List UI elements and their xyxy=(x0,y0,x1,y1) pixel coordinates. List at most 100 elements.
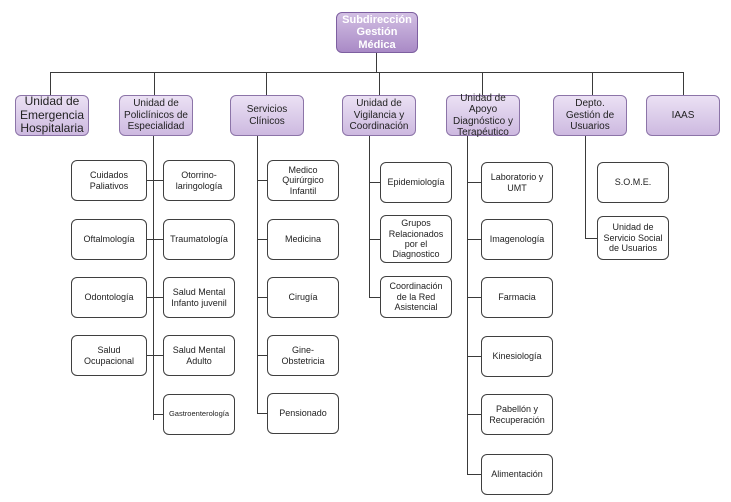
leaf-medico-quirurgico-infantil: Medico Quirúrgico Infantil xyxy=(267,160,339,201)
leaf-label: Grupos Relacionados por el Diagnostico xyxy=(388,218,444,260)
leaf-pabellon-recuperacion: Pabellón y Recuperación xyxy=(481,394,553,435)
connector-line xyxy=(154,72,155,95)
leaf-label: Coordinación de la Red Asistencial xyxy=(389,281,443,313)
connector-line xyxy=(369,239,380,240)
leaf-label: Farmacia xyxy=(498,292,536,303)
leaf-label: Salud Ocupacional xyxy=(83,345,135,366)
unit-apoyo: Unidad de Apoyo Diagnóstico y Terapéutic… xyxy=(446,92,520,139)
unit-policlinicos: Unidad de Policlínicos de Especialidad xyxy=(119,95,193,136)
leaf-kinesiologia: Kinesiología xyxy=(481,336,553,377)
unit-iaas: IAAS xyxy=(646,95,720,136)
leaf-label: Cirugía xyxy=(288,292,318,303)
connector-line xyxy=(467,474,481,475)
leaf-label: S.O.M.E. xyxy=(614,177,652,188)
connector-line xyxy=(467,356,481,357)
leaf-label: Kinesiología xyxy=(492,351,542,362)
connector-line xyxy=(376,52,377,72)
unit-label: IAAS xyxy=(671,109,695,121)
connector-line xyxy=(257,297,267,298)
connector-line xyxy=(147,355,163,356)
leaf-otorrinolaringologia: Otorrino-laringología xyxy=(163,160,235,201)
leaf-traumatologia: Traumatología xyxy=(163,219,235,260)
leaf-label: Pabellón y Recuperación xyxy=(489,404,545,425)
leaf-servicio-social-usuarios: Unidad de Servicio Social de Usuarios xyxy=(597,216,669,260)
leaf-label: Salud Mental Adulto xyxy=(172,345,226,366)
unit-gestion-usuarios: Depto. Gestión de Usuarios xyxy=(553,95,627,136)
connector-line xyxy=(257,180,267,181)
leaf-gine-obstetricia: Gine-Obstetricia xyxy=(267,335,339,376)
leaf-label: Salud Mental Infanto juvenil xyxy=(171,287,227,308)
connector-line xyxy=(266,72,267,95)
connector-line xyxy=(585,136,586,238)
connector-line xyxy=(147,239,163,240)
leaf-farmacia: Farmacia xyxy=(481,277,553,318)
leaf-label: Imagenología xyxy=(489,234,545,245)
unit-emergencia: Unidad de Emergencia Hospitalaria xyxy=(15,93,89,136)
connector-line xyxy=(482,72,483,95)
connector-line xyxy=(257,413,267,414)
leaf-label: Gastroenterología xyxy=(168,409,230,419)
connector-line xyxy=(467,182,481,183)
leaf-cuidados-paliativos: Cuidados Paliativos xyxy=(71,160,147,201)
leaf-label: Pensionado xyxy=(279,408,327,419)
leaf-salud-mental-infanto-juvenil: Salud Mental Infanto juvenil xyxy=(163,277,235,318)
leaf-odontologia: Odontología xyxy=(71,277,147,318)
connector-line xyxy=(467,414,481,415)
leaf-coordinacion-red-asistencial: Coordinación de la Red Asistencial xyxy=(380,276,452,318)
top-node: Subdirección Gestión Médica xyxy=(336,12,418,53)
connector-line xyxy=(369,136,370,298)
leaf-label: Unidad de Servicio Social de Usuarios xyxy=(603,222,663,254)
leaf-label: Cuidados Paliativos xyxy=(89,170,129,191)
connector-line xyxy=(683,72,684,95)
leaf-label: Otorrino-laringología xyxy=(175,170,223,191)
leaf-label: Alimentación xyxy=(491,469,543,480)
unit-vigilancia: Unidad de Vigilancia y Coordinación xyxy=(342,95,416,136)
leaf-grupos-relacionados: Grupos Relacionados por el Diagnostico xyxy=(380,215,452,263)
leaf-salud-mental-adulto: Salud Mental Adulto xyxy=(163,335,235,376)
unit-label: Depto. Gestión de Usuarios xyxy=(565,98,615,133)
connector-line xyxy=(369,182,380,183)
leaf-label: Traumatología xyxy=(170,234,228,245)
connector-line xyxy=(257,355,267,356)
leaf-alimentacion: Alimentación xyxy=(481,454,553,495)
connector-line xyxy=(467,297,481,298)
connector-line xyxy=(147,180,163,181)
unit-servicios-clinicos: Servicios Clínicos xyxy=(230,95,304,136)
leaf-salud-ocupacional: Salud Ocupacional xyxy=(71,335,147,376)
leaf-gastroenterologia: Gastroenterología xyxy=(163,394,235,435)
leaf-pensionado: Pensionado xyxy=(267,393,339,434)
connector-line xyxy=(467,136,468,474)
connector-line xyxy=(585,238,597,239)
connector-line xyxy=(467,239,481,240)
connector-line xyxy=(379,72,380,95)
leaf-epidemiologia: Epidemiología xyxy=(380,162,452,203)
unit-label: Unidad de Emergencia Hospitalaria xyxy=(19,93,85,136)
top-node-label: Subdirección Gestión Médica xyxy=(342,13,412,51)
connector-line xyxy=(50,72,51,95)
connector-line xyxy=(50,72,683,73)
unit-label: Servicios Clínicos xyxy=(246,104,288,127)
connector-line xyxy=(147,297,163,298)
leaf-oftalmologia: Oftalmología xyxy=(71,219,147,260)
leaf-label: Medicina xyxy=(284,234,322,245)
leaf-cirugia: Cirugía xyxy=(267,277,339,318)
leaf-label: Epidemiología xyxy=(387,177,445,188)
connector-line xyxy=(153,136,154,420)
leaf-label: Laboratorio y UMT xyxy=(490,172,544,193)
connector-line xyxy=(153,414,163,415)
connector-line xyxy=(592,72,593,95)
unit-label: Unidad de Policlínicos de Especialidad xyxy=(124,98,188,133)
leaf-laboratorio-umt: Laboratorio y UMT xyxy=(481,162,553,203)
unit-label: Unidad de Vigilancia y Coordinación xyxy=(349,98,409,133)
leaf-some: S.O.M.E. xyxy=(597,162,669,203)
leaf-label: Odontología xyxy=(84,292,134,303)
leaf-medicina: Medicina xyxy=(267,219,339,260)
leaf-imagenologia: Imagenología xyxy=(481,219,553,260)
connector-line xyxy=(257,136,258,414)
leaf-label: Medico Quirúrgico Infantil xyxy=(282,164,324,196)
connector-line xyxy=(257,239,267,240)
unit-label: Unidad de Apoyo Diagnóstico y Terapéutic… xyxy=(452,92,514,139)
leaf-label: Oftalmología xyxy=(83,234,135,245)
connector-line xyxy=(369,297,380,298)
